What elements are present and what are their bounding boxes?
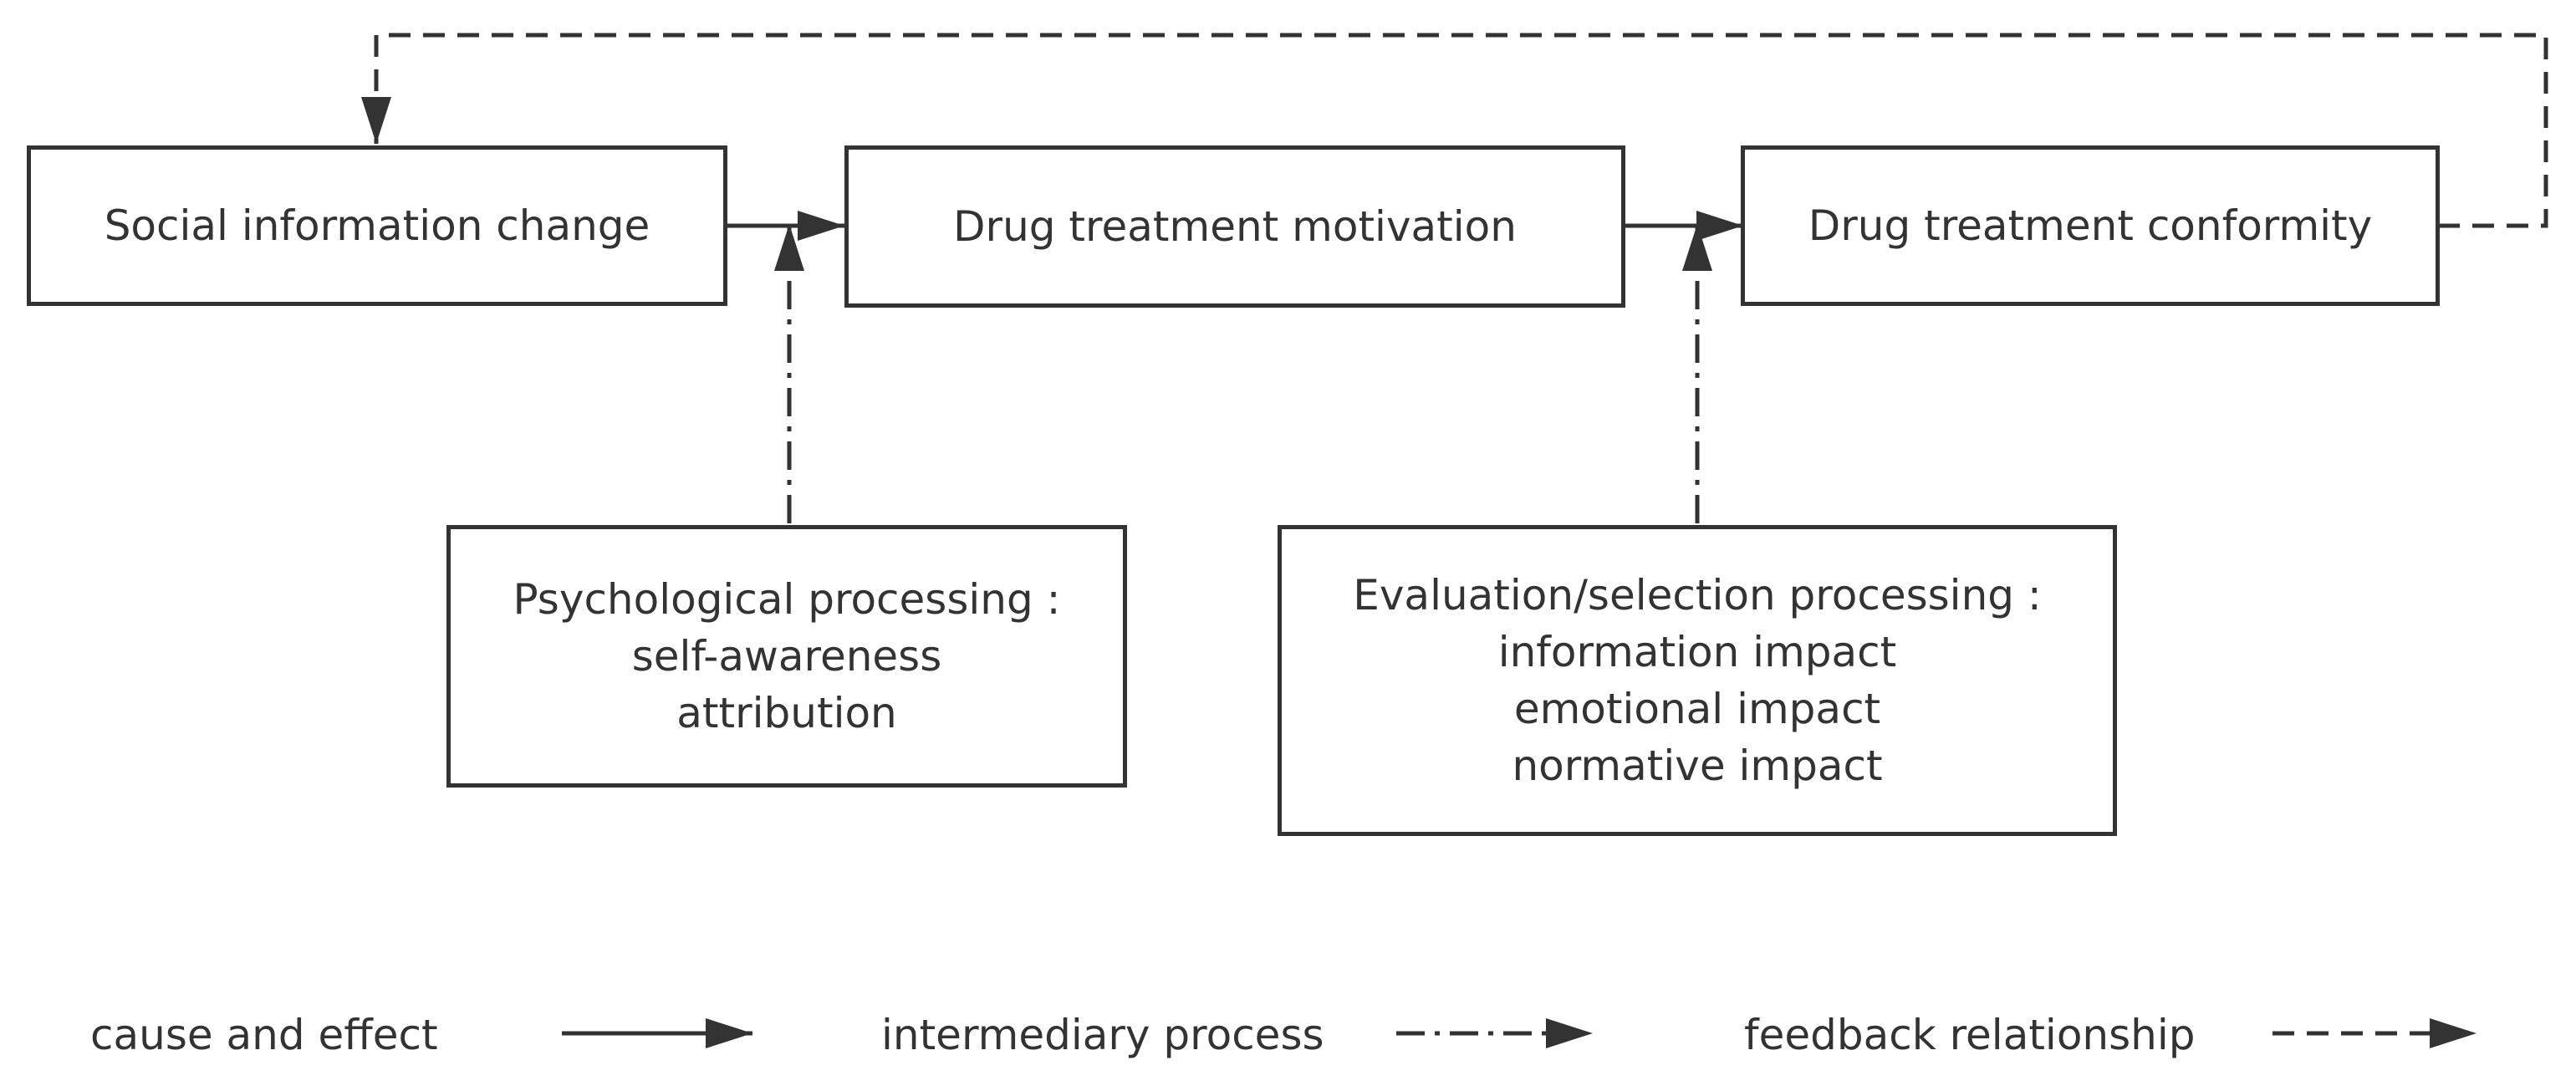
box-social-information-change: Social information change: [27, 145, 727, 306]
box-title: Evaluation/selection processing :: [1353, 571, 2042, 619]
box-label: Drug treatment motivation: [953, 202, 1517, 251]
legend-label-feedback: feedback relationship: [1744, 1011, 2196, 1059]
legend-label-intermediary: intermediary process: [881, 1011, 1324, 1059]
box-item: self-awareness: [631, 632, 942, 681]
box-item: attribution: [676, 689, 897, 737]
box-psychological-processing: Psychological processing : self-awarenes…: [446, 525, 1127, 788]
box-drug-treatment-conformity: Drug treatment conformity: [1741, 145, 2440, 306]
box-evaluation-selection-processing: Evaluation/selection processing : inform…: [1278, 525, 2117, 836]
box-label: Social information change: [104, 201, 650, 250]
box-label: Drug treatment conformity: [1808, 201, 2373, 250]
box-item: information impact: [1497, 628, 1897, 676]
feedback-loop-arrow: [361, 33, 2548, 228]
legend-label-cause: cause and effect: [90, 1011, 438, 1059]
box-item: emotional impact: [1513, 685, 1881, 733]
box-item: normative impact: [1512, 742, 1883, 790]
box-title: Psychological processing :: [513, 575, 1061, 624]
box-drug-treatment-motivation: Drug treatment motivation: [844, 145, 1625, 308]
